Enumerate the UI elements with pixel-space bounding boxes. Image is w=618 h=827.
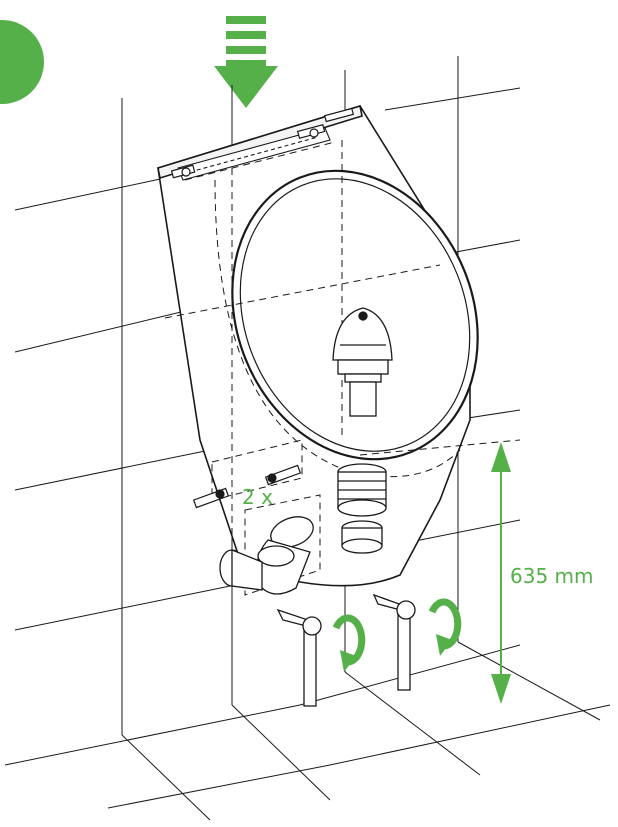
height-dimension-line	[491, 442, 511, 704]
step-badge-icon	[0, 20, 44, 104]
siphon-trap	[219, 516, 314, 595]
spray-head	[332, 307, 393, 417]
wall-plug-left-icon	[192, 487, 230, 509]
rotate-right-icon	[428, 598, 462, 656]
bracket-screw-right-icon	[296, 107, 355, 139]
rotate-left-icon	[332, 614, 366, 672]
bracket-screw-left-icon	[170, 164, 196, 179]
wall-plug-right-icon	[264, 464, 302, 486]
push-down-arrow-icon	[214, 16, 278, 108]
hidden-outline	[164, 140, 521, 700]
supply-pipe-right	[372, 593, 416, 691]
waste-outlet-connector	[337, 463, 387, 554]
dimension-label: 635 mm	[510, 564, 594, 588]
quantity-label: 2 x	[242, 485, 273, 509]
supply-pipe-left	[276, 608, 322, 707]
